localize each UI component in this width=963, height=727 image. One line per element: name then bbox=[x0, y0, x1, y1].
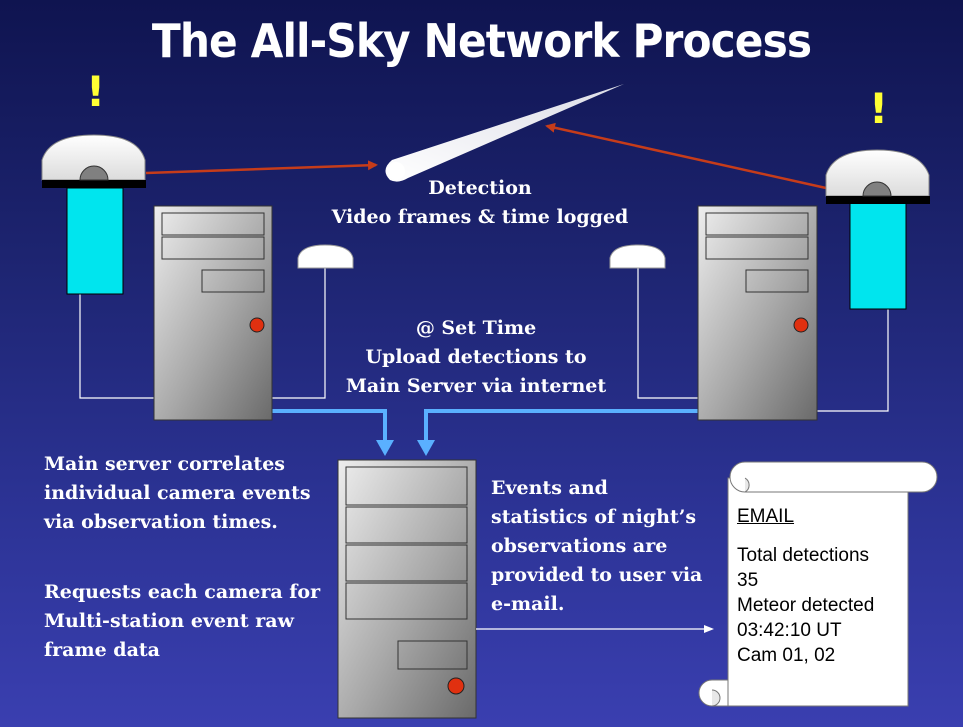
email-line: 35 bbox=[737, 570, 759, 591]
note-line: provided to user via bbox=[491, 564, 703, 586]
server-note-correlates: Main server correlates individual camera… bbox=[44, 450, 311, 537]
upload-arrows bbox=[272, 409, 698, 456]
note-line: observations are bbox=[491, 535, 668, 557]
upload-caption-line: Main Server via internet bbox=[345, 375, 607, 397]
email-heading: EMAIL bbox=[737, 506, 795, 527]
note-line: via observation times. bbox=[44, 511, 278, 533]
note-line: statistics of night’s bbox=[491, 506, 697, 528]
email-line: Cam 01, 02 bbox=[737, 645, 836, 666]
computer-tower-icon bbox=[697, 205, 818, 421]
camera-dome-icon bbox=[825, 149, 930, 197]
email-line: 03:42:10 UT bbox=[737, 620, 842, 641]
camera-dome-icon bbox=[41, 134, 146, 181]
note-line: Main server correlates bbox=[44, 453, 285, 475]
detection-caption-line: Detection bbox=[428, 177, 532, 199]
detection-caption: Detection Video frames & time logged bbox=[330, 174, 630, 232]
upload-caption-line: Upload detections to bbox=[365, 346, 587, 368]
right-camera bbox=[825, 149, 930, 310]
note-line: e-mail. bbox=[491, 593, 565, 615]
cables bbox=[79, 266, 889, 412]
note-line: Events and bbox=[491, 477, 608, 499]
right-alert-icon: ! bbox=[869, 84, 889, 133]
upload-caption-line: @ Set Time bbox=[415, 317, 537, 339]
note-line: frame data bbox=[44, 639, 160, 661]
events-note: Events and statistics of night’s observa… bbox=[491, 474, 702, 619]
email-line: Total detections bbox=[737, 545, 870, 566]
page-title: The All-Sky Network Process bbox=[151, 14, 812, 68]
left-camera bbox=[41, 134, 146, 295]
note-line: individual camera events bbox=[44, 482, 311, 504]
meteor-icon bbox=[385, 84, 624, 182]
note-line: Multi-station event raw bbox=[44, 610, 294, 632]
right-sight-line bbox=[545, 122, 827, 190]
email-content: EMAIL Total detections 35 Meteor detecte… bbox=[737, 504, 874, 668]
note-line: Requests each camera for bbox=[44, 581, 321, 603]
left-sight-line bbox=[145, 160, 378, 175]
email-line: Meteor detected bbox=[737, 595, 875, 616]
main-server-icon bbox=[337, 459, 477, 719]
scroll-icon bbox=[698, 461, 938, 707]
upload-caption: @ Set Time Upload detections to Main Ser… bbox=[326, 314, 626, 401]
gps-antenna-icon bbox=[297, 244, 354, 269]
server-note-requests: Requests each camera for Multi-station e… bbox=[44, 578, 320, 665]
left-alert-icon: ! bbox=[86, 67, 106, 116]
detection-caption-line: Video frames & time logged bbox=[331, 206, 629, 228]
email-spacer bbox=[737, 529, 874, 543]
computer-tower-icon bbox=[153, 205, 273, 421]
gps-antenna-icon bbox=[609, 244, 666, 269]
